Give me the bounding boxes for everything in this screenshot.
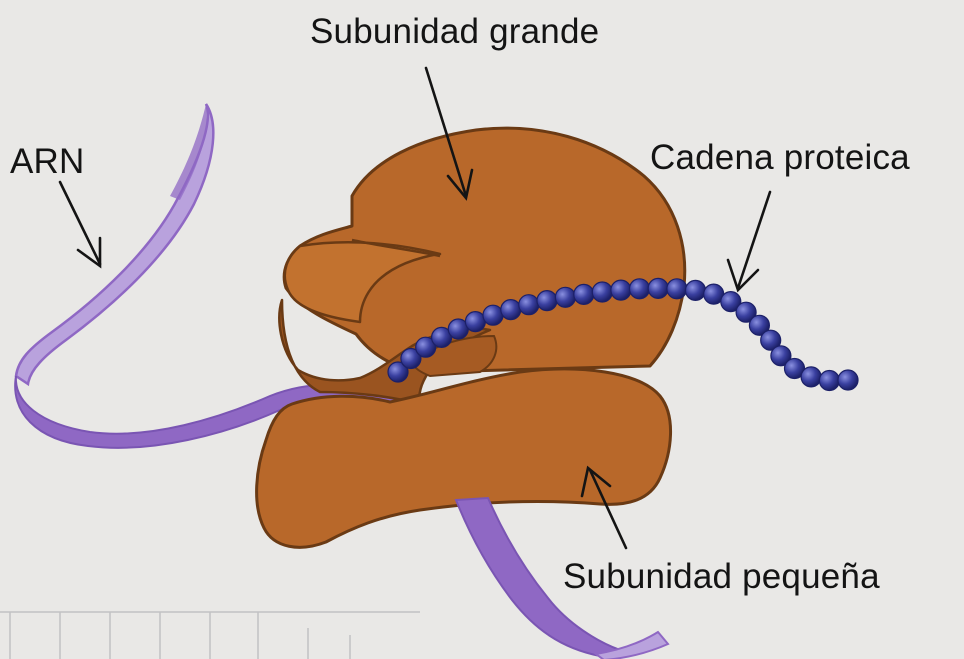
label-large-subunit: Subunidad grande (310, 12, 599, 52)
protein-bead (519, 295, 539, 315)
protein-bead (667, 279, 687, 299)
paper-grid (0, 612, 420, 659)
protein-bead (537, 291, 557, 311)
protein-bead (611, 280, 631, 300)
protein-bead (555, 287, 575, 307)
protein-bead (501, 300, 521, 320)
protein-bead (574, 284, 594, 304)
protein-bead (483, 305, 503, 325)
protein-bead (592, 282, 612, 302)
protein-bead (819, 371, 839, 391)
protein-bead (630, 279, 650, 299)
protein-bead (648, 278, 668, 298)
protein-bead (465, 312, 485, 332)
arrow-protein-chain (728, 192, 770, 290)
protein-bead (801, 367, 821, 387)
label-small-subunit: Subunidad pequeña (563, 557, 880, 597)
arrow-rna (60, 182, 100, 266)
protein-bead (838, 370, 858, 390)
label-protein-chain: Cadena proteica (650, 138, 910, 178)
label-rna: ARN (10, 142, 85, 182)
protein-bead (686, 280, 706, 300)
